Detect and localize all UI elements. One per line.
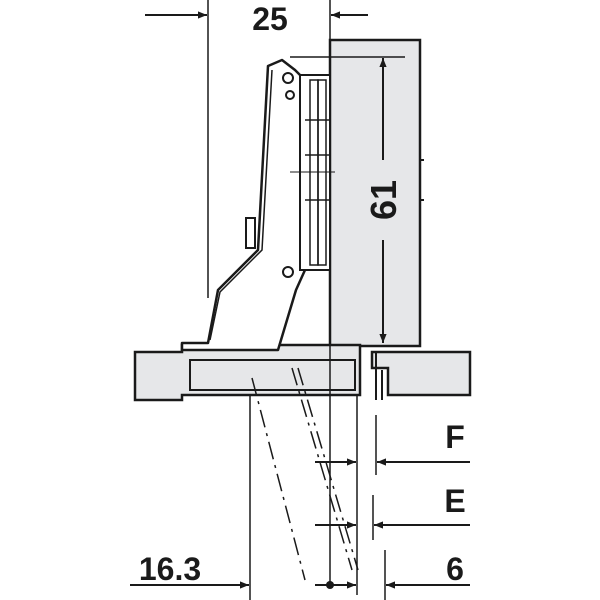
hinge-arm <box>180 58 307 352</box>
door-panel <box>328 38 422 348</box>
dim-6-label: 6 <box>446 551 464 587</box>
hinge-screw-top <box>282 72 294 84</box>
dim-61-label: 61 <box>363 180 404 220</box>
hinge-screw-top-2 <box>285 90 295 100</box>
swing-path-right-2 <box>297 367 359 571</box>
dim-16-3-label: 16.3 <box>139 551 201 587</box>
hinge-adjust-screw <box>245 217 256 249</box>
hinge-arm-inner-edge <box>209 69 273 341</box>
dim-e-label: E <box>444 483 465 519</box>
swing-path-right <box>291 367 353 571</box>
dim-25-label: 25 <box>252 1 288 37</box>
hinge-pivot <box>282 266 294 278</box>
cabinet-right-section <box>370 350 472 397</box>
swing-path-left <box>251 377 306 581</box>
hinge-cup-recess <box>189 359 356 391</box>
dim-f-label: F <box>445 419 465 455</box>
